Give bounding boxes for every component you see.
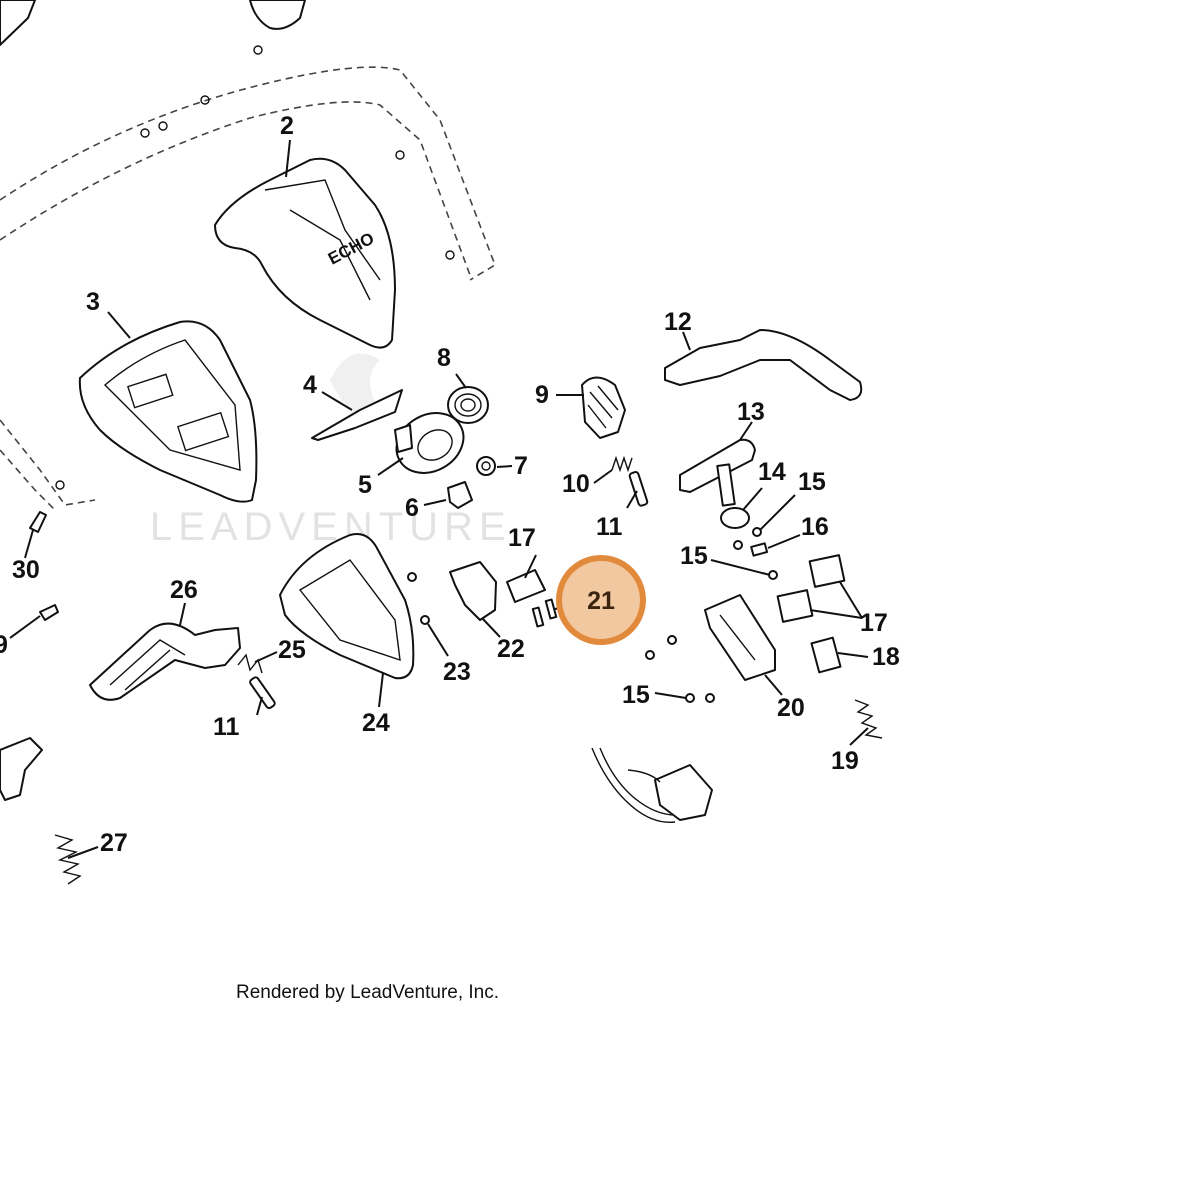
callout-25[interactable]: 25 bbox=[278, 636, 306, 664]
callout-20[interactable]: 20 bbox=[777, 694, 805, 722]
callout-19[interactable]: 19 bbox=[831, 747, 859, 775]
part-11-pin-lower bbox=[249, 676, 276, 710]
part-17-switch-b bbox=[776, 554, 846, 623]
callout-17-left[interactable]: 17 bbox=[508, 524, 536, 552]
part-15-screws bbox=[645, 527, 778, 703]
callout-4[interactable]: 4 bbox=[303, 371, 317, 399]
housing-outline bbox=[0, 45, 496, 511]
part-19-spring bbox=[854, 699, 883, 739]
callout-7[interactable]: 7 bbox=[514, 452, 528, 480]
part-4-plate bbox=[311, 389, 403, 441]
callout-3[interactable]: 3 bbox=[86, 288, 100, 316]
callout-10[interactable]: 10 bbox=[562, 470, 590, 498]
highlighted-callout-21[interactable]: 21 bbox=[556, 555, 646, 645]
part-2-cover: ECHO bbox=[214, 157, 396, 349]
part-8-spring bbox=[447, 386, 489, 424]
leader-lines bbox=[9, 139, 869, 859]
part-24-housing bbox=[279, 533, 415, 680]
part-18-plunger bbox=[810, 636, 842, 674]
part-23-screws bbox=[407, 572, 430, 625]
top-fragments bbox=[0, 0, 306, 46]
part-13-t-handle bbox=[679, 438, 756, 507]
callout-26[interactable]: 26 bbox=[170, 576, 198, 604]
callout-15-mid[interactable]: 15 bbox=[680, 542, 708, 570]
highlight-circle[interactable] bbox=[556, 555, 646, 645]
part-14-collar bbox=[720, 507, 750, 529]
callout-11-lower[interactable]: 11 bbox=[213, 713, 240, 741]
callout-11-upper[interactable]: 11 bbox=[596, 513, 623, 541]
part-11-pin-upper bbox=[628, 471, 649, 507]
watermark: LEADVENTURE bbox=[150, 353, 512, 549]
part-3-housing bbox=[78, 320, 258, 503]
part-7-gear bbox=[476, 456, 496, 476]
callout-8[interactable]: 8 bbox=[437, 344, 451, 372]
callout-12[interactable]: 12 bbox=[664, 308, 692, 336]
part-27-spring bbox=[54, 834, 82, 885]
part-22-latch bbox=[449, 561, 497, 621]
callout-23[interactable]: 23 bbox=[443, 658, 471, 686]
callout-2[interactable]: 2 bbox=[280, 112, 294, 140]
callout-24[interactable]: 24 bbox=[362, 709, 390, 737]
credit-text: Rendered by LeadVenture, Inc. bbox=[236, 982, 499, 1003]
callout-14[interactable]: 14 bbox=[758, 458, 786, 486]
part-9-grip bbox=[581, 376, 626, 439]
callout-13[interactable]: 13 bbox=[737, 398, 765, 426]
part-17-switch-a bbox=[506, 569, 546, 603]
callout-17-right[interactable]: 17 bbox=[860, 609, 888, 637]
part-25-spring bbox=[237, 653, 263, 674]
callout-15-bottom[interactable]: 15 bbox=[622, 681, 650, 709]
callout-30[interactable]: 30 bbox=[12, 556, 40, 584]
part-30-screw bbox=[29, 511, 47, 533]
callout-18[interactable]: 18 bbox=[872, 643, 900, 671]
callout-16[interactable]: 16 bbox=[801, 513, 829, 541]
part-10-spring bbox=[611, 455, 633, 473]
callout-27[interactable]: 27 bbox=[100, 829, 128, 857]
callout-22[interactable]: 22 bbox=[497, 635, 525, 663]
cable-assembly bbox=[591, 747, 713, 824]
callout-labels: 2 3 4 5 6 7 8 9 9 10 11 11 12 13 14 15 1… bbox=[0, 112, 900, 857]
callout-6[interactable]: 6 bbox=[405, 494, 419, 522]
callout-5[interactable]: 5 bbox=[358, 471, 372, 499]
watermark-text: LEADVENTURE bbox=[150, 505, 512, 549]
part-21-pins bbox=[531, 598, 558, 628]
part-16-block bbox=[750, 542, 769, 557]
callout-21[interactable]: 21 bbox=[587, 587, 615, 615]
part-6-clip bbox=[447, 481, 473, 509]
part-20-bracket bbox=[704, 594, 776, 681]
callout-9[interactable]: 9 bbox=[535, 381, 549, 409]
part-26-trigger bbox=[89, 622, 241, 701]
part-12-lever bbox=[664, 329, 863, 401]
left-edge-fragments bbox=[0, 604, 59, 801]
callout-9-left[interactable]: 9 bbox=[0, 631, 8, 659]
callout-15-top[interactable]: 15 bbox=[798, 468, 826, 496]
